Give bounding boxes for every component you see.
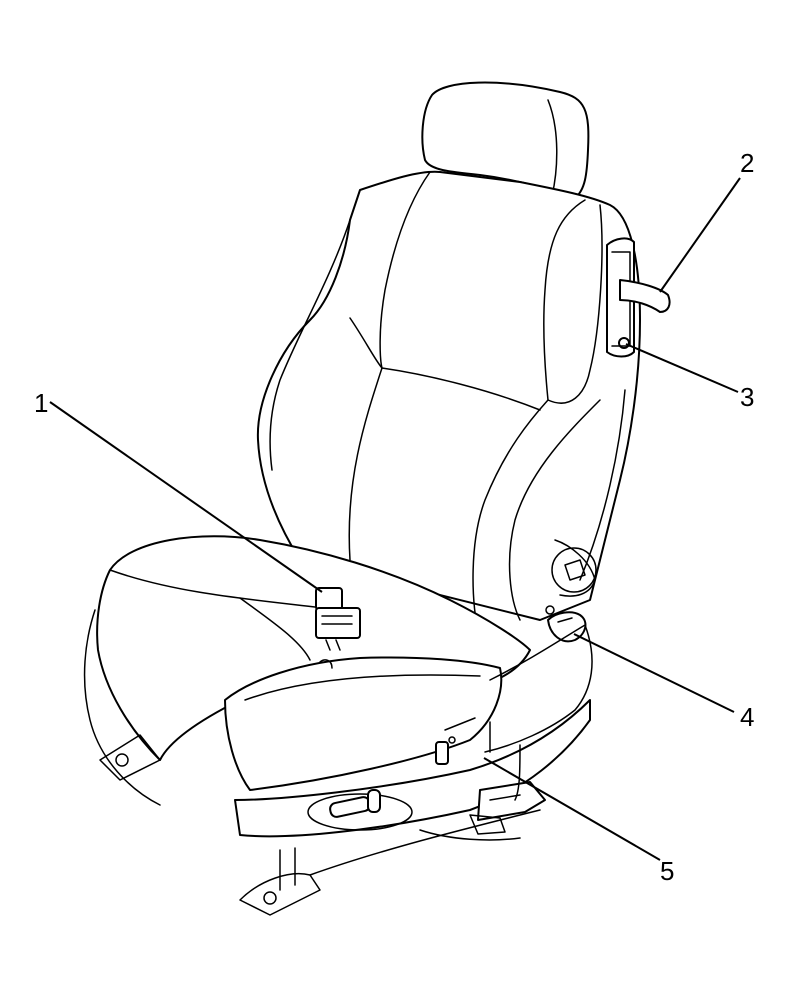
seat-cushion: [83, 535, 531, 806]
callout-5: 5: [660, 856, 674, 886]
leader-2: [659, 177, 741, 293]
side-panel: [234, 624, 593, 838]
leader-3: [625, 343, 739, 393]
recline-lever: [606, 237, 671, 358]
harness-connector: [315, 587, 361, 669]
seat-back: [256, 170, 641, 641]
leader-4: [573, 633, 735, 713]
callout-3: 3: [740, 382, 754, 412]
leader-5: [483, 757, 661, 861]
leader-lines: [49, 177, 741, 861]
seat-track: [99, 734, 546, 916]
callout-2: 2: [740, 148, 754, 178]
callout-1: 1: [34, 388, 48, 418]
callout-4: 4: [740, 702, 754, 732]
leader-1: [49, 401, 323, 593]
callouts: 1 2 3 4 5: [34, 148, 754, 886]
